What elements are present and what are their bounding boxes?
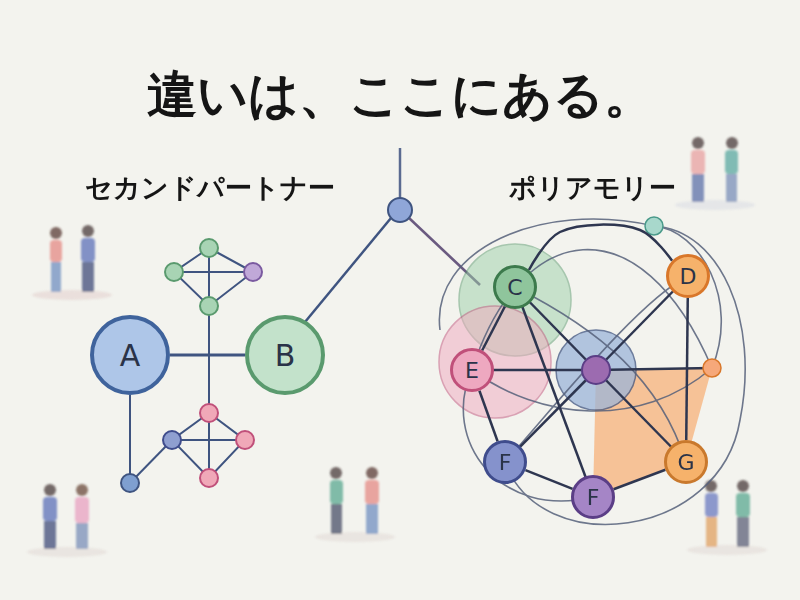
person-circle: F [483, 440, 527, 484]
person-circle: G [664, 440, 708, 484]
section-label: セカンドパートナー [10, 170, 410, 206]
person-circle: F [571, 475, 615, 519]
person-circle: D [666, 254, 710, 298]
node-letter: G [677, 450, 694, 475]
node-letter: A [120, 338, 141, 373]
polyamory-web [439, 217, 745, 524]
relation-line [170, 354, 245, 357]
person-circle: A [90, 315, 170, 395]
node-letter: F [499, 450, 512, 475]
title: 違いは、ここにある。 [0, 62, 800, 129]
relation-line [614, 470, 666, 490]
node-letter: F [587, 485, 600, 510]
node-letter: B [275, 338, 296, 373]
section-label: ポリアモリー [392, 170, 792, 206]
relation-line [529, 225, 672, 270]
relation-line [525, 470, 572, 489]
person-circle: B [245, 315, 325, 395]
person-circle: C [493, 265, 537, 309]
person-circle: E [450, 348, 494, 392]
node-letter: C [507, 275, 522, 300]
node-letter: D [680, 264, 697, 289]
relation-line [686, 298, 688, 440]
node-letter: E [465, 358, 479, 383]
relation-line [479, 391, 497, 442]
relation-line [482, 307, 505, 351]
